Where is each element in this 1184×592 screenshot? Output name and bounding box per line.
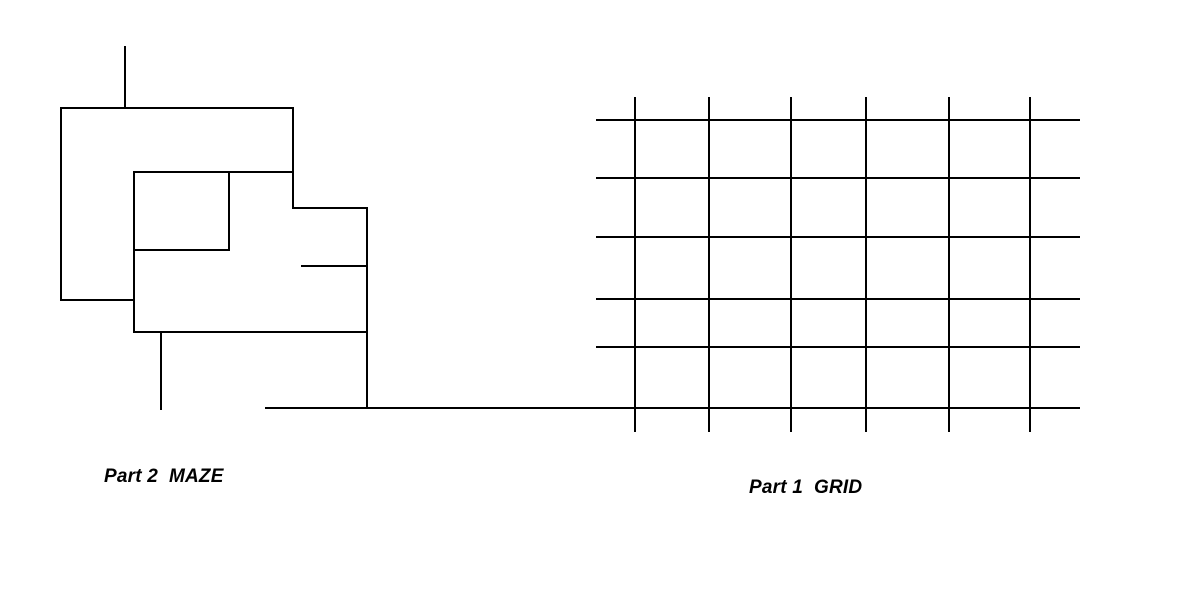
maze-caption: Part 2 MAZE — [104, 466, 224, 487]
grid-caption: Part 1 GRID — [749, 477, 863, 498]
maze-figure — [60, 46, 636, 410]
grid-figure — [596, 97, 1080, 432]
